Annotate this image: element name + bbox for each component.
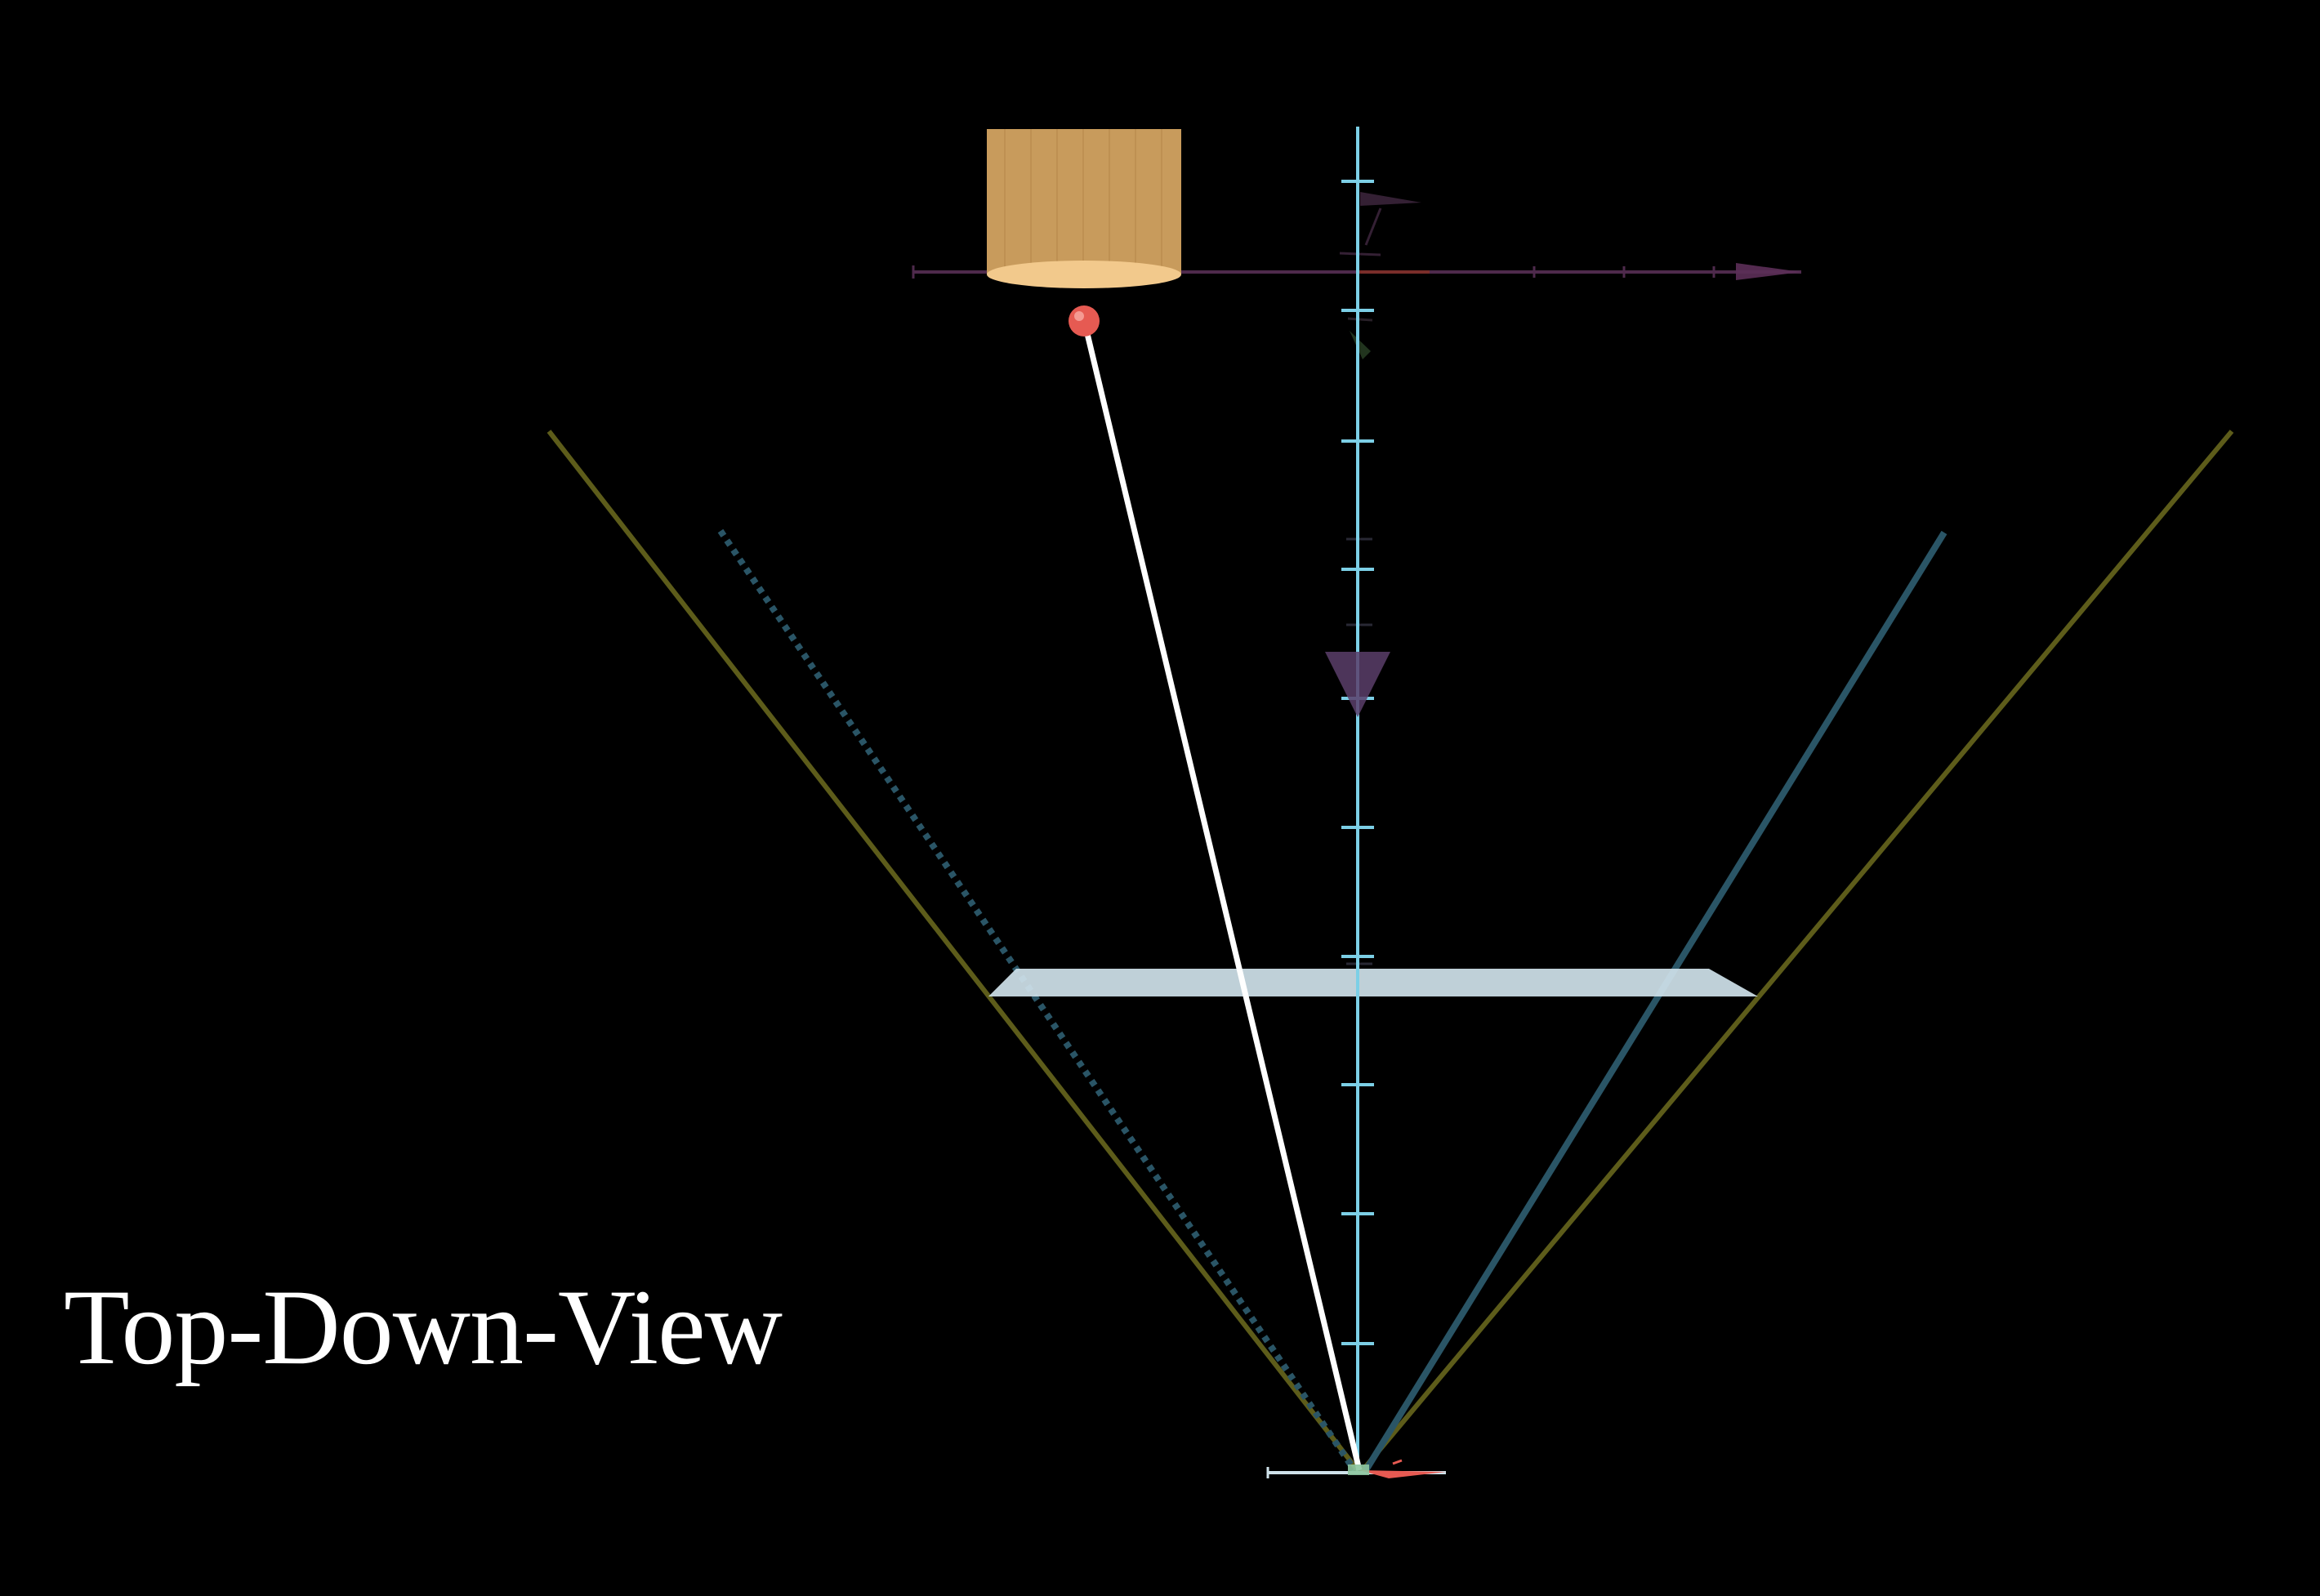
frustum-inner	[717, 528, 1947, 1473]
vertical-axis	[1325, 127, 1390, 1470]
ray-line	[1082, 323, 1363, 1471]
ground-plane	[988, 969, 1758, 996]
cylinder-object	[987, 129, 1181, 288]
frustum-outer	[547, 430, 2234, 1472]
view-title: Top-Down-View	[64, 1267, 783, 1387]
axis-gizmo	[1339, 192, 1421, 965]
camera-origin	[1266, 1459, 1446, 1478]
sphere-marker	[1069, 305, 1100, 337]
